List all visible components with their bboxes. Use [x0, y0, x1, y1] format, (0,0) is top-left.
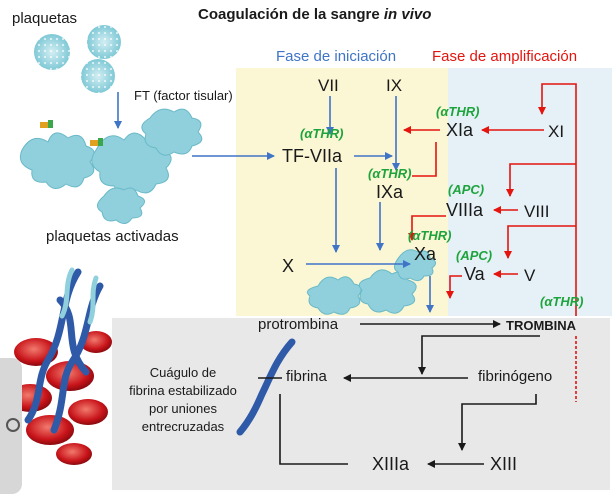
platelet-projections	[59, 267, 99, 325]
lens-button[interactable]	[0, 358, 22, 494]
activated-platelets	[19, 108, 203, 224]
factor-ixa: IXa	[376, 182, 404, 202]
factor-xiii: XIII	[490, 454, 518, 474]
factor-v: V	[524, 266, 536, 285]
factor-xiiia: XIIIa	[372, 454, 410, 474]
label-ft: FT (factor tisular)	[134, 88, 233, 103]
factor-tf-viia: TF-VIIa	[282, 146, 343, 166]
factor-xia: XIa	[446, 120, 474, 140]
factor-xa: Xa	[414, 244, 437, 264]
phase-initiation-title: Fase de iniciación	[276, 48, 397, 65]
black-arrows	[258, 320, 540, 468]
blue-arrows	[114, 92, 434, 313]
label-protrombina: protrombina	[258, 316, 339, 333]
label-trombina: TROMBINA	[506, 318, 577, 333]
cofactor-athr-2: (αTHR)	[368, 166, 412, 181]
label-clot: Cuágulo de fibrina estabilizado por unio…	[129, 365, 237, 434]
label-plaquetas: plaquetas	[12, 10, 78, 27]
lens-icon	[6, 418, 20, 432]
label-plaquetas-activadas: plaquetas activadas	[46, 228, 179, 245]
cofactor-athr-4: (αTHR)	[436, 104, 480, 119]
label-fibrina: fibrina	[286, 368, 327, 385]
red-arrows	[403, 83, 577, 402]
factor-vii: VII	[318, 76, 339, 95]
fibrin-strand	[236, 338, 296, 436]
amplification-panel	[448, 68, 612, 316]
resting-platelets	[34, 25, 121, 93]
factor-ix: IX	[386, 76, 403, 95]
diagram-title: Coagulación de la sangre in vivo	[198, 6, 432, 23]
cofactor-apc-1: (APC)	[448, 182, 485, 197]
cofactor-athr-5: (αTHR)	[540, 294, 584, 309]
panel-activated-platelets	[306, 249, 436, 315]
factor-va: Va	[464, 264, 485, 284]
factor-viiia: VIIIa	[446, 200, 484, 220]
cofactor-athr-3: (αTHR)	[408, 228, 452, 243]
factor-viii: VIII	[524, 202, 550, 221]
factor-xi: XI	[548, 122, 565, 141]
phase-amplification-title: Fase de amplificación	[432, 48, 578, 65]
cofactor-apc-2: (APC)	[456, 248, 493, 263]
cofactor-athr-1: (αTHR)	[300, 126, 344, 141]
label-fibrinogeno: fibrinógeno	[478, 368, 553, 385]
factor-x: X	[282, 256, 295, 276]
tf-markers	[40, 120, 103, 146]
